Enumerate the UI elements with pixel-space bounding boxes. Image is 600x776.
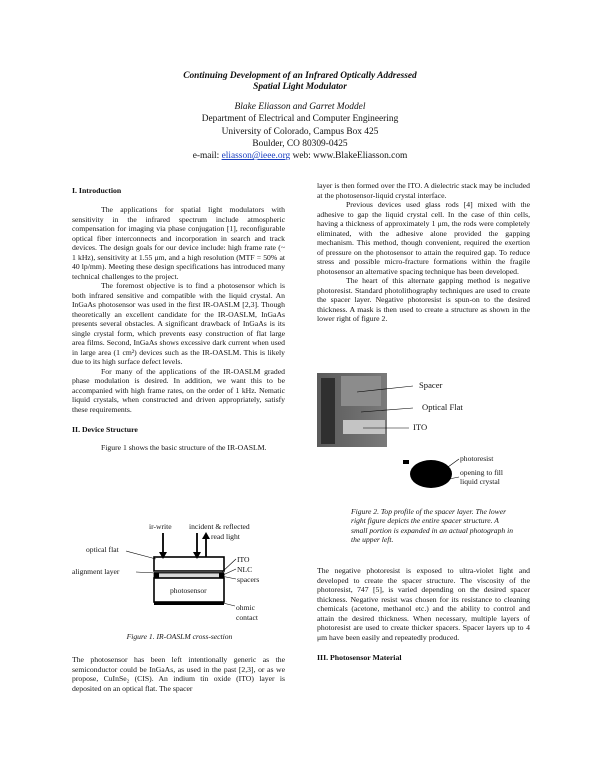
figure-2-caption: Figure 2. Top profile of the spacer laye…: [351, 507, 513, 545]
label-spacer: Spacer: [419, 380, 443, 390]
device-paragraph-4: Previous devices used glass rods [4] mix…: [317, 200, 530, 276]
affiliation-university: University of Colorado, Campus Box 425: [221, 126, 379, 137]
figure-1-caption: Figure 1. IR-OASLM cross-section: [126, 632, 233, 641]
left-column: I. Introduction The applications for spa…: [72, 186, 285, 453]
leader-photoresist: [447, 458, 460, 468]
photo-dark-band: [321, 378, 335, 444]
leader-spacer: [356, 385, 414, 393]
leader-optical-flat-2: [360, 407, 414, 413]
device-paragraph-5: The heart of this alternate gapping meth…: [317, 276, 530, 323]
right-column: layer is then formed over the ITO. A die…: [317, 181, 530, 324]
affiliation-department: Department of Electrical and Computer En…: [201, 114, 399, 125]
title-line-2: Spatial Light Modulator: [253, 82, 347, 92]
contact-line: e-mail: eliasson@ieee.org web: www.Blake…: [0, 150, 600, 162]
web-address: web: www.BlakeEliasson.com: [290, 151, 408, 162]
label-opening-1: opening to fill: [460, 468, 504, 477]
ito-layer: [154, 571, 224, 573]
device-paragraph-3: layer is then formed over the ITO. A die…: [317, 181, 530, 200]
label-ito-fig2: ITO: [413, 422, 428, 432]
write-light-arrowhead: [159, 552, 167, 559]
right-column-bottom: The negative photoresist is exposed to u…: [317, 566, 530, 662]
read-light-arrowhead-out: [202, 532, 210, 539]
label-photoresist: photoresist: [460, 454, 494, 463]
photo-spacer-region: [341, 376, 381, 406]
figure-2-diagram: [317, 373, 460, 488]
optical-flat-layer: [153, 556, 225, 572]
leader-nlc: [222, 568, 237, 576]
leader-ohmic: [222, 602, 236, 607]
title-line-1: Continuing Development of an Infrared Op…: [183, 71, 417, 81]
spacer-left-block: [154, 573, 159, 578]
author-names: Blake Eliasson and Garret Moddel: [234, 102, 366, 112]
author-block: Blake Eliasson and Garret Moddel Departm…: [0, 101, 600, 162]
label-alignment-layer: alignment layer: [72, 567, 120, 576]
label-nlc: NLC: [237, 565, 253, 574]
spacer-right-block: [219, 573, 224, 578]
label-ohmic: ohmic: [236, 603, 255, 612]
figure-2: Spacer Optical Flat ITO photoresist open…: [317, 372, 532, 502]
label-photosensor: photosensor: [170, 586, 207, 595]
left-column-bottom: The photosensor has been left intentiona…: [72, 655, 285, 693]
section-heading-device-structure: II. Device Structure: [72, 425, 138, 434]
section-heading-photosensor-material: III. Photosensor Material: [317, 653, 402, 662]
spacer-structure-disc: [410, 460, 452, 488]
spacer-paragraph: The negative photoresist is exposed to u…: [317, 566, 530, 642]
email-link[interactable]: eliasson@ieee.org: [221, 151, 291, 162]
intro-paragraph-1: The applications for spatial light modul…: [72, 205, 285, 281]
figure-1-diagram: [125, 532, 237, 607]
label-contact: contact: [236, 613, 258, 622]
device-paragraph-2: The photosensor has been left intentiona…: [72, 655, 285, 693]
figure-1: ir-write incident & reflected read light…: [72, 518, 287, 636]
device-paragraph-1: Figure 1 shows the basic structure of th…: [101, 443, 267, 452]
paper-title: Continuing Development of an Infrared Op…: [0, 71, 600, 93]
intro-paragraph-3: For many of the applications of the IR-O…: [72, 366, 285, 414]
label-ir-write: ir-write: [149, 522, 172, 531]
leader-ito: [221, 558, 237, 573]
spacer-bar-left: [403, 460, 409, 464]
label-read-light-1: incident & reflected: [189, 522, 250, 531]
affiliation-city: Boulder, CO 80309-0425: [252, 138, 348, 149]
section-heading-introduction: I. Introduction: [72, 186, 122, 195]
leader-spacers: [220, 575, 237, 580]
label-optical-flat-fig2: Optical Flat: [422, 402, 463, 412]
leader-alignment: [135, 571, 157, 574]
label-optical-flat: optical flat: [86, 545, 119, 554]
label-read-light-2: read light: [211, 532, 240, 541]
read-light-arrowhead-in: [193, 552, 201, 559]
photo-ito-strip: [343, 420, 385, 434]
ohmic-contact-layer: [154, 602, 224, 605]
label-opening-2: liquid crystal: [460, 477, 500, 486]
email-prefix: e-mail:: [192, 151, 222, 162]
label-spacers: spacers: [237, 575, 260, 584]
leader-optical-flat: [125, 550, 157, 560]
label-ito: ITO: [237, 555, 250, 564]
intro-paragraph-2: The foremost objective is to find a phot…: [72, 281, 285, 366]
leader-opening: [443, 476, 460, 481]
